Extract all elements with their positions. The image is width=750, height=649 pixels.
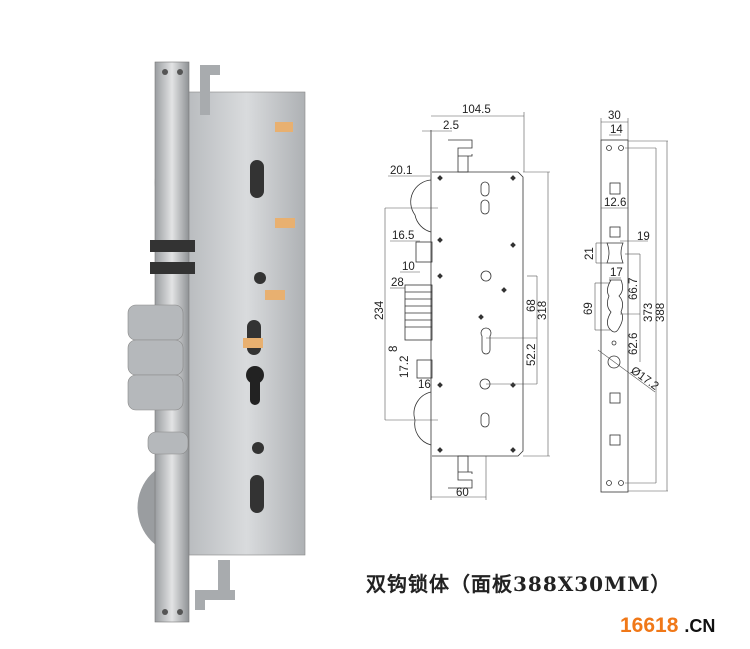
top-hook <box>200 65 220 115</box>
product-caption: 双钩锁体（面板388X30MM） <box>366 572 672 596</box>
dim-69: 69 <box>583 302 595 315</box>
dim-234: 234 <box>374 300 386 320</box>
deadbolt <box>127 304 184 411</box>
lower-hook-bolt <box>137 460 185 555</box>
front-view-drawing: 104.5 2.5 20.1 16.5 10 28 234 8 17.2 16 … <box>374 104 550 500</box>
brand-watermark: 16618.CN <box>620 614 715 638</box>
dim-62-6: 62.6 <box>628 333 640 355</box>
dim-20-1: 20.1 <box>390 165 412 177</box>
dim-66-7: 66.7 <box>628 278 640 300</box>
dim-17-2: 17.2 <box>399 356 411 378</box>
dim-19: 19 <box>637 231 650 243</box>
dim-388: 388 <box>655 303 667 322</box>
brand-number: 16618 <box>620 614 679 637</box>
dim-318: 318 <box>537 301 549 320</box>
dim-17: 17 <box>610 267 623 279</box>
dim-30: 30 <box>608 110 621 122</box>
dim-68: 68 <box>526 299 538 312</box>
lock-photo <box>127 61 306 623</box>
dim-28: 28 <box>391 277 404 289</box>
dim-10: 10 <box>402 261 415 273</box>
latch <box>150 240 195 252</box>
dim-8: 8 <box>388 346 400 352</box>
dim-104-5: 104.5 <box>462 104 491 116</box>
dim-2-5: 2.5 <box>443 120 459 132</box>
faceplate-drawing: 30 14 12.6 19 21 17 66.7 69 373 388 62.6… <box>583 110 668 493</box>
dim-373: 373 <box>643 303 655 322</box>
dim-16: 16 <box>418 379 431 391</box>
lock-body <box>187 91 306 556</box>
dim-12-6: 12.6 <box>604 197 626 209</box>
auxiliary-latch <box>147 431 189 455</box>
brand-suffix: .CN <box>684 616 716 636</box>
dim-52-2: 52.2 <box>526 344 538 366</box>
dim-16-5: 16.5 <box>392 230 414 242</box>
dim-21: 21 <box>584 247 596 260</box>
dim-60: 60 <box>456 487 469 499</box>
dim-14: 14 <box>610 124 623 136</box>
